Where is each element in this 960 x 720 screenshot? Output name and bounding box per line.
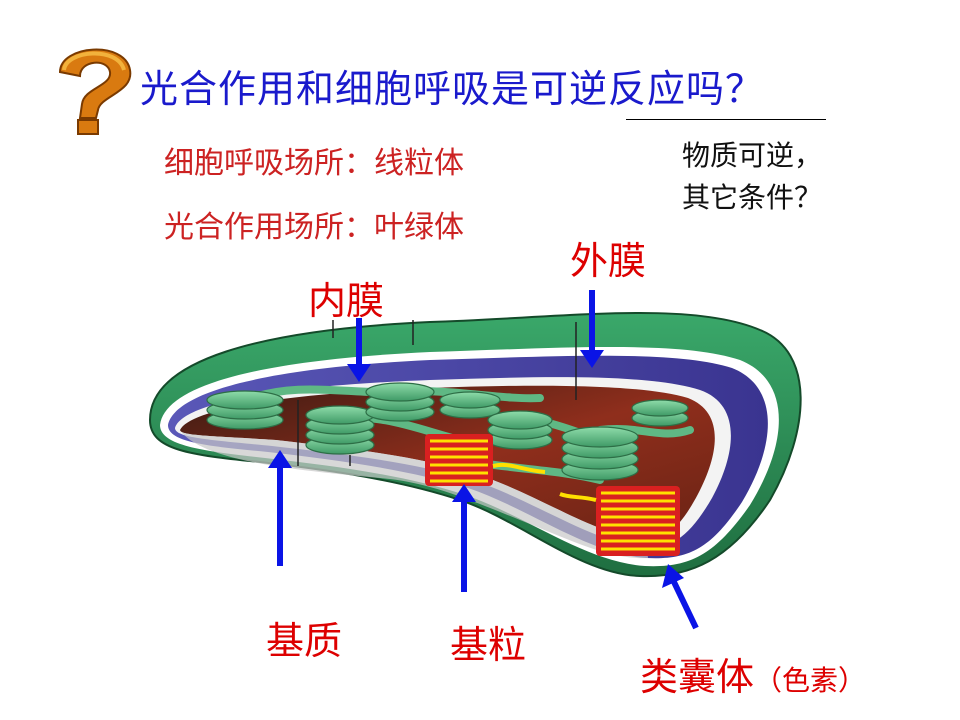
granum-stack <box>305 405 375 455</box>
granum-stack <box>631 399 689 427</box>
note-line-1: 物质可逆， <box>682 139 823 172</box>
arrow-icon <box>662 564 699 630</box>
arrow-icon <box>452 484 476 592</box>
inner-membrane-label: 内膜 <box>308 279 385 323</box>
granum-stack <box>206 390 284 430</box>
arrow-icon <box>268 450 292 566</box>
thylakoid-label: 类囊体（色素） <box>640 646 866 701</box>
stroma-label: 基质 <box>266 619 343 663</box>
granum-cross-section <box>425 434 546 486</box>
thylakoid-pigment-note: （色素） <box>754 664 867 697</box>
respiration-site-text: 细胞呼吸场所：线粒体 <box>164 146 464 181</box>
granum-stack <box>439 391 501 419</box>
grana-stacks <box>206 382 689 481</box>
granum-stack <box>365 382 435 422</box>
thylakoid-label-text: 类囊体 <box>640 655 755 699</box>
leader-lines <box>297 320 577 466</box>
note-line-2: 其它条件？ <box>682 181 823 214</box>
photosynthesis-site-text: 光合作用场所：叶绿体 <box>164 210 464 245</box>
outer-membrane-label: 外膜 <box>570 239 647 283</box>
note-divider <box>626 119 826 120</box>
page-title: 光合作用和细胞呼吸是可逆反应吗？ <box>140 67 765 111</box>
question-mark-icon <box>58 48 132 135</box>
arrow-icon <box>580 290 604 368</box>
thylakoid-stack <box>559 486 680 556</box>
granum-stack <box>487 410 553 450</box>
granum-label: 基粒 <box>450 623 527 667</box>
granum-stack <box>561 426 639 481</box>
label-arrows <box>268 290 699 630</box>
arrow-icon <box>347 318 371 382</box>
